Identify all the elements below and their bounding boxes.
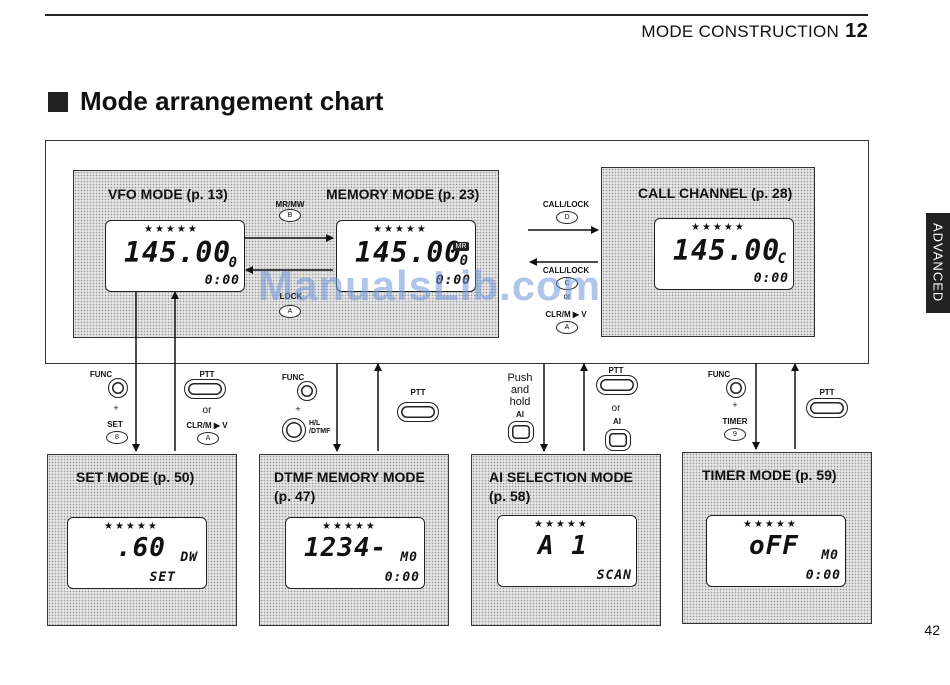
ptt-button-1[interactable]	[184, 379, 226, 399]
plus-2: +	[295, 404, 301, 414]
clr-mv-key-a-1[interactable]: A	[197, 432, 219, 445]
func-label-1: FUNC	[89, 370, 113, 379]
call-channel-indicator: C	[777, 251, 787, 267]
ai-button-1[interactable]	[508, 421, 534, 443]
call-lock-label-2: CALL/LOCK	[542, 266, 590, 275]
push-and-hold: Push and hold	[507, 372, 533, 408]
vfo-lcd: ★★★★★ 145.00 0 0:00	[105, 220, 245, 292]
call-lock-key-d[interactable]: D	[556, 211, 578, 224]
mrmw-key-label: MR/MW	[275, 200, 305, 209]
ai-scan: SCAN	[596, 568, 632, 583]
vfo-mode-label: VFO MODE (p. 13)	[108, 186, 228, 202]
call-timer: 0:00	[753, 271, 789, 286]
dtmf-stars: ★★★★★	[322, 521, 377, 532]
timer-mode-label: TIMER MODE (p. 59)	[702, 467, 837, 483]
memory-channel: 0	[459, 253, 469, 269]
set-lcd: ★★★★★ .60 DW SET	[67, 517, 207, 589]
hl-dtmf-label: H/L /DTMF	[309, 420, 331, 435]
plus-3: +	[732, 400, 738, 410]
lock-key-label: LOCK	[279, 292, 303, 301]
page-title: Mode arrangement chart	[48, 86, 383, 117]
set-indicator: SET	[149, 570, 176, 585]
memory-stars: ★★★★★	[373, 224, 428, 235]
memory-mode-label: MEMORY MODE (p. 23)	[326, 186, 480, 202]
plus-1: +	[113, 403, 119, 413]
vfo-frequency: 145.00	[124, 236, 232, 269]
call-lcd: ★★★★★ 145.00 C 0:00	[654, 218, 794, 290]
mrmw-key-b[interactable]: B	[279, 209, 301, 222]
timer-lcd: ★★★★★ oFF M0 0:00	[706, 515, 846, 587]
hl-dtmf-button[interactable]	[282, 418, 306, 442]
call-stars: ★★★★★	[691, 222, 746, 233]
ptt-button-4[interactable]	[806, 398, 848, 418]
timer-channel: M0	[821, 548, 839, 563]
func-label-3: FUNC	[707, 370, 731, 379]
call-channel-label: CALL CHANNEL (p. 28)	[638, 185, 793, 201]
vfo-channel: 0	[228, 255, 238, 271]
func-button-3[interactable]	[726, 378, 746, 398]
memory-timer: 0:00	[435, 273, 471, 288]
chapter-number: 12	[845, 20, 868, 42]
ptt-label-3: PTT	[608, 366, 624, 375]
lock-key-a[interactable]: A	[279, 305, 301, 318]
set-value: .60	[116, 533, 166, 563]
memory-mr-badge: MR	[453, 242, 469, 251]
vfo-timer: 0:00	[204, 273, 240, 288]
set-item: DW	[180, 550, 198, 565]
header-rule	[45, 14, 868, 16]
ai-lcd: ★★★★★ A 1 SCAN	[497, 515, 637, 587]
dtmf-lcd: ★★★★★ 1234- M0 0:00	[285, 517, 425, 589]
or-middle: or	[563, 292, 571, 301]
ptt-button-3[interactable]	[596, 375, 638, 395]
ai-stars: ★★★★★	[534, 519, 589, 530]
ai-mode-label-1: AI SELECTION MODE	[489, 469, 633, 485]
timer-key-9[interactable]: 9	[724, 428, 746, 441]
memory-frequency: 145.00	[355, 236, 463, 269]
chapter-heading: MODE CONSTRUCTION 12	[641, 20, 868, 43]
call-frequency: 145.00	[673, 234, 781, 267]
vfo-stars: ★★★★★	[144, 224, 199, 235]
page-title-text: Mode arrangement chart	[80, 86, 384, 116]
timer-key-label: TIMER	[722, 417, 748, 426]
func-label-2: FUNC	[281, 373, 305, 382]
dtmf-timer: 0:00	[384, 570, 420, 585]
side-tab: ADVANCED	[926, 213, 950, 313]
ptt-button-2[interactable]	[397, 402, 439, 422]
ai-label-1: AI	[516, 410, 524, 419]
set-stars: ★★★★★	[104, 521, 159, 532]
ptt-label-4: PTT	[819, 388, 835, 397]
or-1: or	[202, 405, 212, 416]
ptt-label-2: PTT	[410, 388, 426, 397]
chapter-title: MODE CONSTRUCTION	[641, 22, 840, 41]
call-lock-label: CALL/LOCK	[542, 200, 590, 209]
dtmf-channel: M0	[400, 550, 418, 565]
dtmf-mode-label-1: DTMF MEMORY MODE	[274, 469, 425, 485]
ai-button-2[interactable]	[605, 429, 631, 451]
clr-mv-key-a-top[interactable]: A	[556, 321, 578, 334]
func-button-1[interactable]	[108, 378, 128, 398]
ai-mode-label-2: (p. 58)	[489, 488, 531, 504]
title-bullet-icon	[48, 91, 68, 112]
timer-value: oFF	[749, 531, 799, 561]
ptt-label-1: PTT	[199, 370, 215, 379]
set-key-8[interactable]: 8	[106, 431, 128, 444]
set-key-label: SET	[107, 420, 123, 429]
ai-label-2: AI	[613, 417, 621, 426]
clr-mv-label-top: CLR/M ▶ V	[545, 310, 587, 319]
dtmf-value: 1234-	[304, 533, 388, 563]
timer-timer: 0:00	[805, 568, 841, 583]
memory-lcd: ★★★★★ 145.00 MR 0 0:00	[336, 220, 476, 292]
call-lock-key-c[interactable]: C	[556, 277, 578, 290]
ai-value: A 1	[538, 531, 588, 561]
clr-mv-label-1: CLR/M ▶ V	[186, 421, 228, 430]
or-3: or	[611, 403, 621, 414]
func-button-2[interactable]	[297, 381, 317, 401]
timer-stars: ★★★★★	[743, 519, 798, 530]
page-number: 42	[924, 622, 940, 638]
set-mode-label: SET MODE (p. 50)	[76, 469, 195, 485]
dtmf-mode-label-2: (p. 47)	[274, 488, 316, 504]
watermark: ManualsLib.com	[258, 262, 602, 309]
